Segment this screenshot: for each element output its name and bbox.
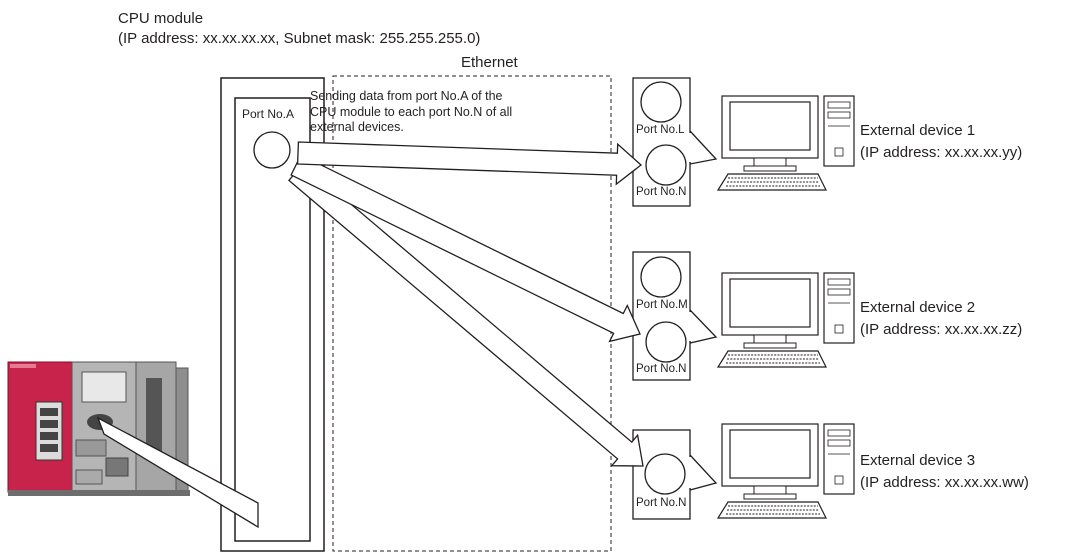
cpu-callout-pointer [96,416,259,529]
port-a-circle-icon [253,131,291,169]
cpu-module-ip-subnet: (IP address: xx.xx.xx.xx, Subnet mask: 2… [118,30,481,47]
arrow-to-device-3-icon [287,162,644,467]
device-2-port-box [632,251,718,381]
device-2-name: External device 2 [860,299,976,316]
ethernet-region [332,75,612,552]
arrows [287,141,644,467]
device-2-port-n-label: Port No.N [636,363,687,375]
device-1-name: External device 1 [860,122,976,139]
cpu-module-frame [220,77,325,552]
device-3-port-n-label: Port No.N [636,497,687,509]
arrow-to-device-1-icon [296,141,643,186]
device-3-port-box [632,429,718,520]
device-1-port-n-label: Port No.N [636,186,687,198]
device-3-ip: (IP address: xx.xx.xx.ww) [860,474,1029,491]
computer-3-icon [716,423,855,519]
device-2-ip: (IP address: xx.xx.xx.zz) [860,321,1023,338]
cpu-module-title: CPU module [118,10,204,27]
port-a-label: Port No.A [242,107,295,121]
computers [716,95,855,519]
plc-unit-icon [7,361,190,496]
device-3-name: External device 3 [860,452,976,469]
device-1-port-box [632,77,718,207]
computer-2-icon [716,272,855,368]
device-2-port-m-label: Port No.M [636,299,688,311]
device-1-ip: (IP address: xx.xx.xx.yy) [860,144,1023,161]
sending-data-note: Sending data from port No.A of the CPU m… [310,89,513,134]
arrow-to-device-2-icon [290,154,641,343]
device-1-port-l-label: Port No.L [636,124,685,136]
computer-1-icon [716,95,855,191]
ethernet-label: Ethernet [461,54,518,71]
